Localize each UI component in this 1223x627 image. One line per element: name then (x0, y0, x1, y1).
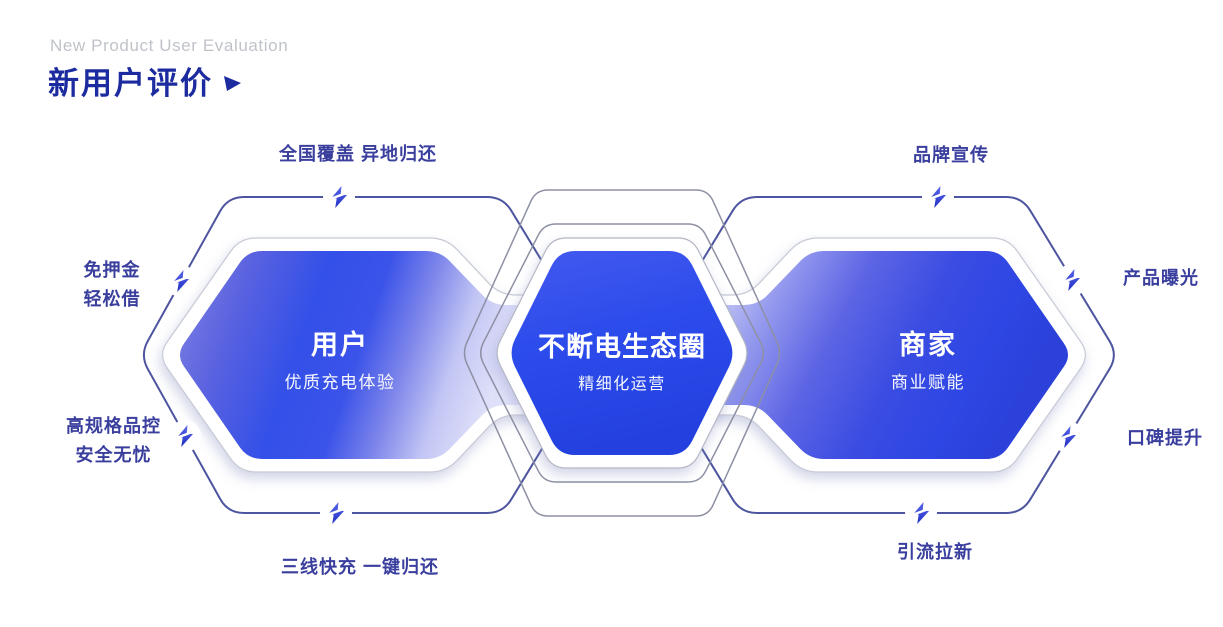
label-top-left: 全国覆盖 异地归还 (278, 144, 437, 164)
center-hexagon-label: 不断电生态圈 精细化运营 (522, 333, 722, 394)
label-top-right: 品牌宣传 (913, 145, 989, 165)
label-left-lower-line1: 高规格品控 (66, 416, 161, 436)
center-inner-ring (480, 223, 764, 483)
title-arrow-icon (224, 76, 241, 91)
right-hexagon-subtitle: 商业赋能 (891, 373, 965, 392)
label-left-lower: 高规格品控 安全无忧 (26, 412, 201, 470)
right-hexagon-label: 商家 商业赋能 (828, 331, 1028, 393)
lightning-bolt-markers (165, 181, 1088, 529)
center-hexagon-title: 不断电生态圈 (538, 332, 706, 362)
label-left-lower-line2: 安全无忧 (75, 445, 152, 465)
left-hexagon (180, 251, 578, 459)
left-hexagon-title: 用户 (311, 330, 369, 360)
left-hexagon-label: 用户 优质充电体验 (240, 331, 440, 393)
left-hexagon-subtitle: 优质充电体验 (284, 373, 396, 392)
label-bottom-left: 三线快充 一键归还 (280, 557, 439, 577)
center-hexagon (511, 251, 733, 455)
center-hexagon-subtitle: 精细化运营 (578, 376, 666, 393)
page-title: 新用户评价 (48, 66, 213, 101)
page-subtitle-en: New Product User Evaluation (50, 36, 289, 55)
right-hexagon-title: 商家 (899, 330, 957, 360)
right-hexagon (670, 251, 1068, 459)
label-right-upper: 产品曝光 (1123, 268, 1199, 288)
label-bottom-right: 引流拉新 (897, 542, 973, 562)
label-left-upper: 免押金 轻松借 (52, 256, 172, 314)
label-left-upper-line1: 免押金 (83, 260, 141, 280)
center-outer-ring (463, 189, 781, 517)
label-right-lower: 口碑提升 (1127, 428, 1203, 448)
label-left-upper-line2: 轻松借 (83, 289, 141, 309)
